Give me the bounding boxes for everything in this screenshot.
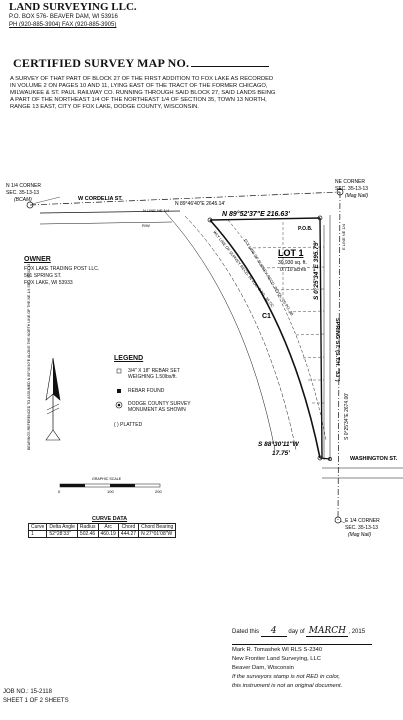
signature-rule xyxy=(232,644,372,645)
scale-label: GRAPHIC SCALE xyxy=(92,477,122,481)
scale-tick-200: 200 xyxy=(155,489,162,494)
pob-label: P.O.B. xyxy=(298,226,313,232)
job-number: JOB NO.: 15-2118 xyxy=(3,689,52,695)
n-corner-label-2: SEC. 35-13-13 xyxy=(6,190,39,196)
dated-month: MARCH xyxy=(306,626,349,637)
curve-data-table: Curve Delta Angle Radius Arc Chord Chord… xyxy=(27,523,177,538)
company-phone: PH (920-885-3904) FAX (920-885-3905) xyxy=(9,22,117,28)
stamp-note-2: this instrument is not an original docum… xyxy=(232,683,343,689)
lot-area-acres: 0.710 acres xyxy=(280,267,307,273)
cordelia-street-label: W CORDELIA ST. xyxy=(78,196,123,202)
east-bearing: S 0°25'34"E 395.79' xyxy=(312,241,320,300)
north-line-bearing: N 89°46'40"E 2645.14' xyxy=(175,201,225,207)
owner-line-2: 501 SPRING ST. xyxy=(24,273,62,279)
ne-corner-label-2: SEC. 35-13-13 xyxy=(335,186,368,192)
lot-area-sqft: 30,930 sq. ft. xyxy=(278,260,307,266)
lot-label: LOT 1 xyxy=(278,248,304,258)
e-corner-label-3: (Mag Nail) xyxy=(348,532,371,538)
sheet-count: SHEET 1 OF 2 SHEETS xyxy=(3,698,69,704)
survey-description: A SURVEY OF THAT PART OF BLOCK 27 OF THE… xyxy=(10,76,276,111)
scale-tick-100: 100 xyxy=(107,489,114,494)
rw-label: R/W xyxy=(142,223,150,228)
legend-item-platted: ( ) PLATTED xyxy=(114,422,143,428)
legend-item-rebar-found: REBAR FOUND xyxy=(128,388,165,394)
curve-table-header: Curve Delta Angle Radius Arc Chord Chord… xyxy=(27,523,177,531)
curve-label: C1 xyxy=(262,313,271,320)
owner-line-1: FOX LAKE TRADING POST LLC. xyxy=(24,266,100,272)
bottom-distance: 17.75' xyxy=(272,450,290,457)
washington-street-label: WASHINGTON ST. xyxy=(350,456,398,462)
company-name: LAND SURVEYING LLC. xyxy=(9,1,137,13)
legend-item-monument: DODGE COUNTY SURVEY MONUMENT AS SHOWN xyxy=(128,401,191,413)
legend-heading: LEGEND xyxy=(114,355,144,362)
ne-corner-label-3: (Mag Nail) xyxy=(345,193,368,199)
company-address: P.O. BOX 576- BEAVER DAM, WI 53916 xyxy=(9,14,118,20)
basis-of-bearing-note: BEARINGS REFERENCED TO ASSUMED N 89°46'4… xyxy=(27,264,31,450)
surveyor-company: New Frontier Land Surveying, LLC xyxy=(232,656,321,662)
east-line-label: E LINE NE 1/4 xyxy=(341,223,346,250)
bottom-bearing: S 88°30'11"W xyxy=(258,440,300,448)
spring-street-label: SPRING ST. (S.T.H. "33") xyxy=(334,318,340,382)
east-bearing-2: S 0°25'34"E 2674.00' xyxy=(344,393,350,440)
owner-heading: OWNER xyxy=(24,256,51,263)
surveyor-name: Mark R. Tomashek WI RLS S-2340 xyxy=(232,647,323,653)
top-bearing: N 89°52'37"E 216.63' xyxy=(222,210,290,218)
legend-symbols xyxy=(115,368,123,409)
north-line-label: N LINE NE 1/4 xyxy=(143,208,170,213)
owner-line-3: FOX LAKE, WI 53933 xyxy=(24,280,73,286)
scale-tick-0: 0 xyxy=(58,489,61,494)
north-arrow-icon xyxy=(45,357,61,441)
stamp-note-1: If the surveyors stamp is not RED in col… xyxy=(232,674,340,680)
n-corner-label-1: N 1/4 CORNER xyxy=(6,183,41,189)
dated-line: Dated this 4 day of MARCH, 2015 xyxy=(232,626,366,637)
graphic-scale-bar xyxy=(59,483,161,488)
curve-data-title: CURVE DATA xyxy=(92,516,128,522)
dated-day: 4 xyxy=(260,626,287,637)
n-corner-label-3: (BCAM) xyxy=(14,197,32,203)
page-title: CERTIFIED SURVEY MAP NO. xyxy=(13,56,270,71)
surveyor-city: Beaver Dam, Wisconsin xyxy=(232,665,294,671)
legend-item-rebar-set: 3/4" X 18" REBAR SET WEIGHING 1.50lbs/ft… xyxy=(128,368,180,380)
e-corner-label-2: SEC. 35-13-13 xyxy=(345,525,378,531)
table-row: 1 52°28'33" 502.46 460.19 444.27 N 27°01… xyxy=(27,530,177,538)
e-corner-label-1: E 1/4 CORNER xyxy=(345,518,380,524)
ne-corner-label-1: NE CORNER xyxy=(335,179,365,185)
